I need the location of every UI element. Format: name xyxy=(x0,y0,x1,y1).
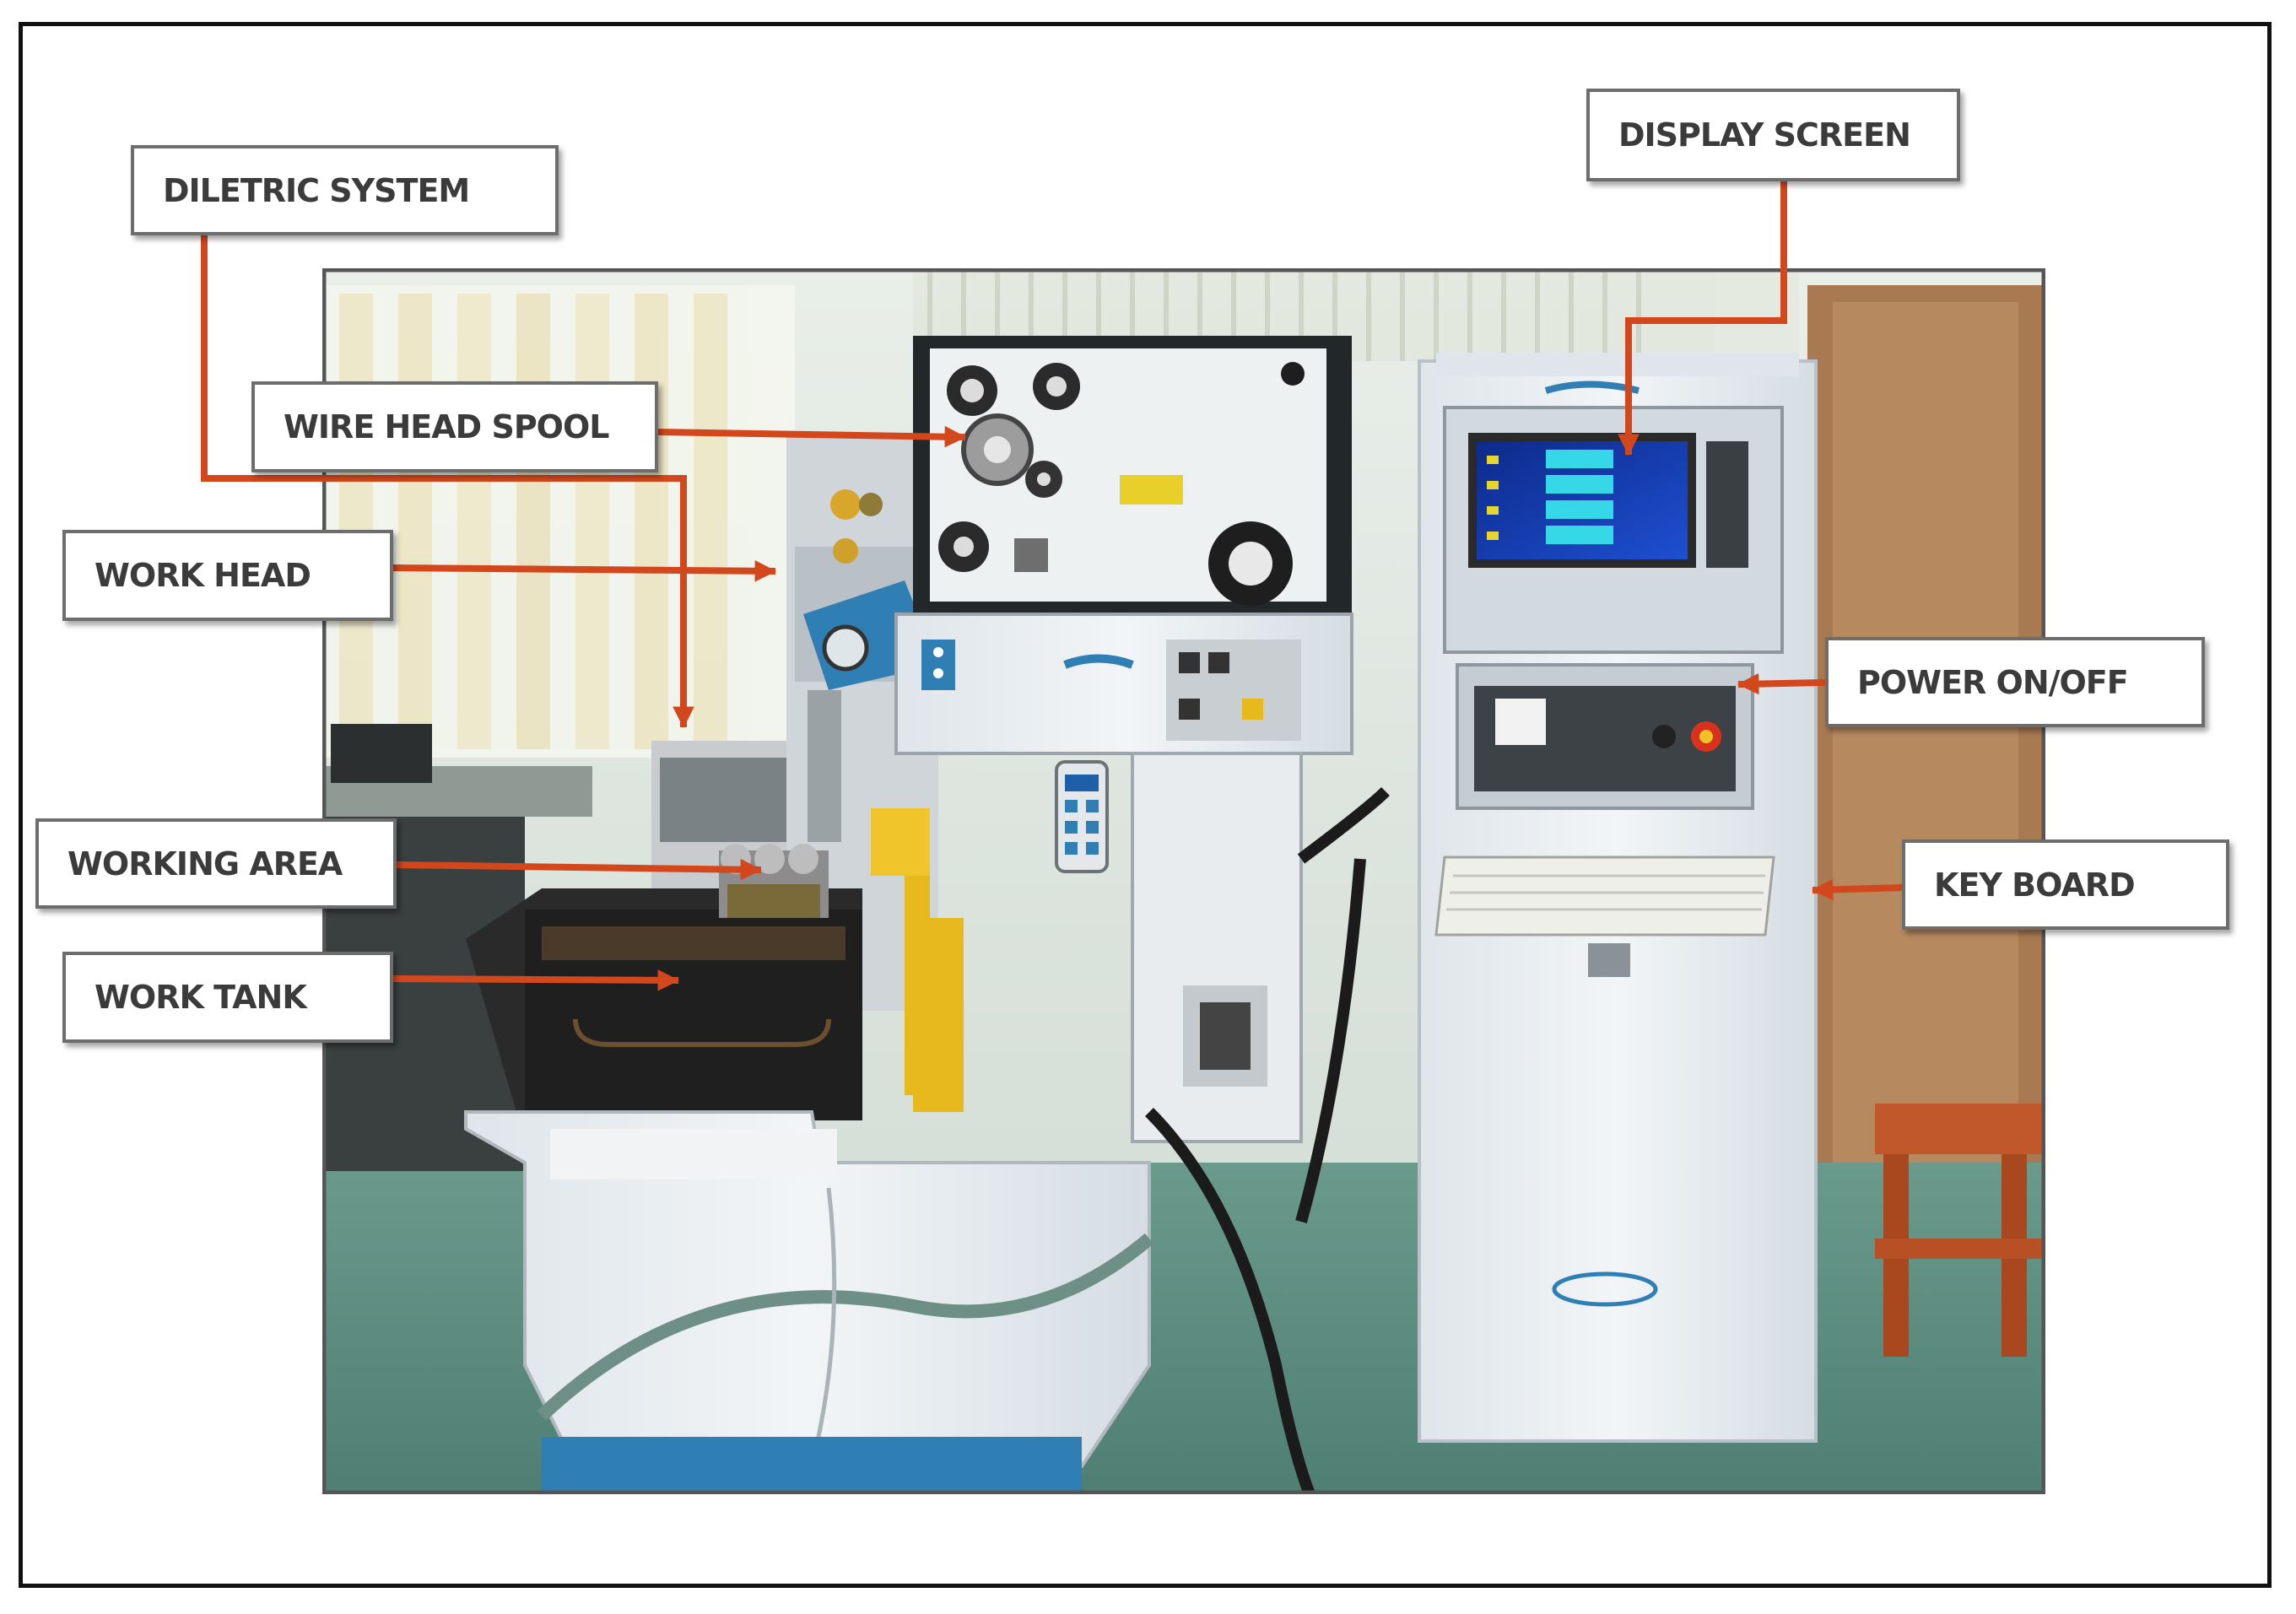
wire-spool-panel xyxy=(913,336,1352,614)
yellow-arm xyxy=(871,808,964,1112)
keyboard xyxy=(1434,856,1775,937)
label-key-board: KEY BOARD xyxy=(1902,839,2229,930)
arrow-power-on-off xyxy=(1737,672,1829,695)
arrow-work-head xyxy=(388,560,777,582)
machine-photo xyxy=(322,268,2045,1494)
machine-base xyxy=(464,1110,1154,1494)
arrow-display-screen xyxy=(1618,178,1787,456)
stool xyxy=(1875,1104,2045,1357)
control-cabinet xyxy=(1418,353,1818,1443)
handheld-pendant xyxy=(1055,760,1109,873)
machine-control-box xyxy=(894,613,1353,755)
work-tank xyxy=(466,888,862,1120)
label-work-tank: WORK TANK xyxy=(62,952,393,1043)
arrow-dielectric-system xyxy=(201,229,694,729)
arrow-wire-head-spool xyxy=(652,425,967,448)
label-display-screen: DISPLAY SCREEN xyxy=(1586,89,1960,181)
label-working-area: WORKING AREA xyxy=(35,818,397,909)
label-wire-head-spool: WIRE HEAD SPOOL xyxy=(251,381,658,472)
label-dielectric-system: DILETRIC SYSTEM xyxy=(131,145,559,235)
cable xyxy=(1145,1108,1315,1494)
label-power-on-off: POWER ON/OFF xyxy=(1825,637,2205,727)
label-work-head: WORK HEAD xyxy=(62,530,393,621)
window-blinds-left xyxy=(322,285,795,758)
arrow-working-area xyxy=(391,858,763,881)
screen-readouts xyxy=(1487,450,1613,544)
arrow-work-tank xyxy=(391,969,680,991)
arrow-key-board xyxy=(1811,878,1906,901)
